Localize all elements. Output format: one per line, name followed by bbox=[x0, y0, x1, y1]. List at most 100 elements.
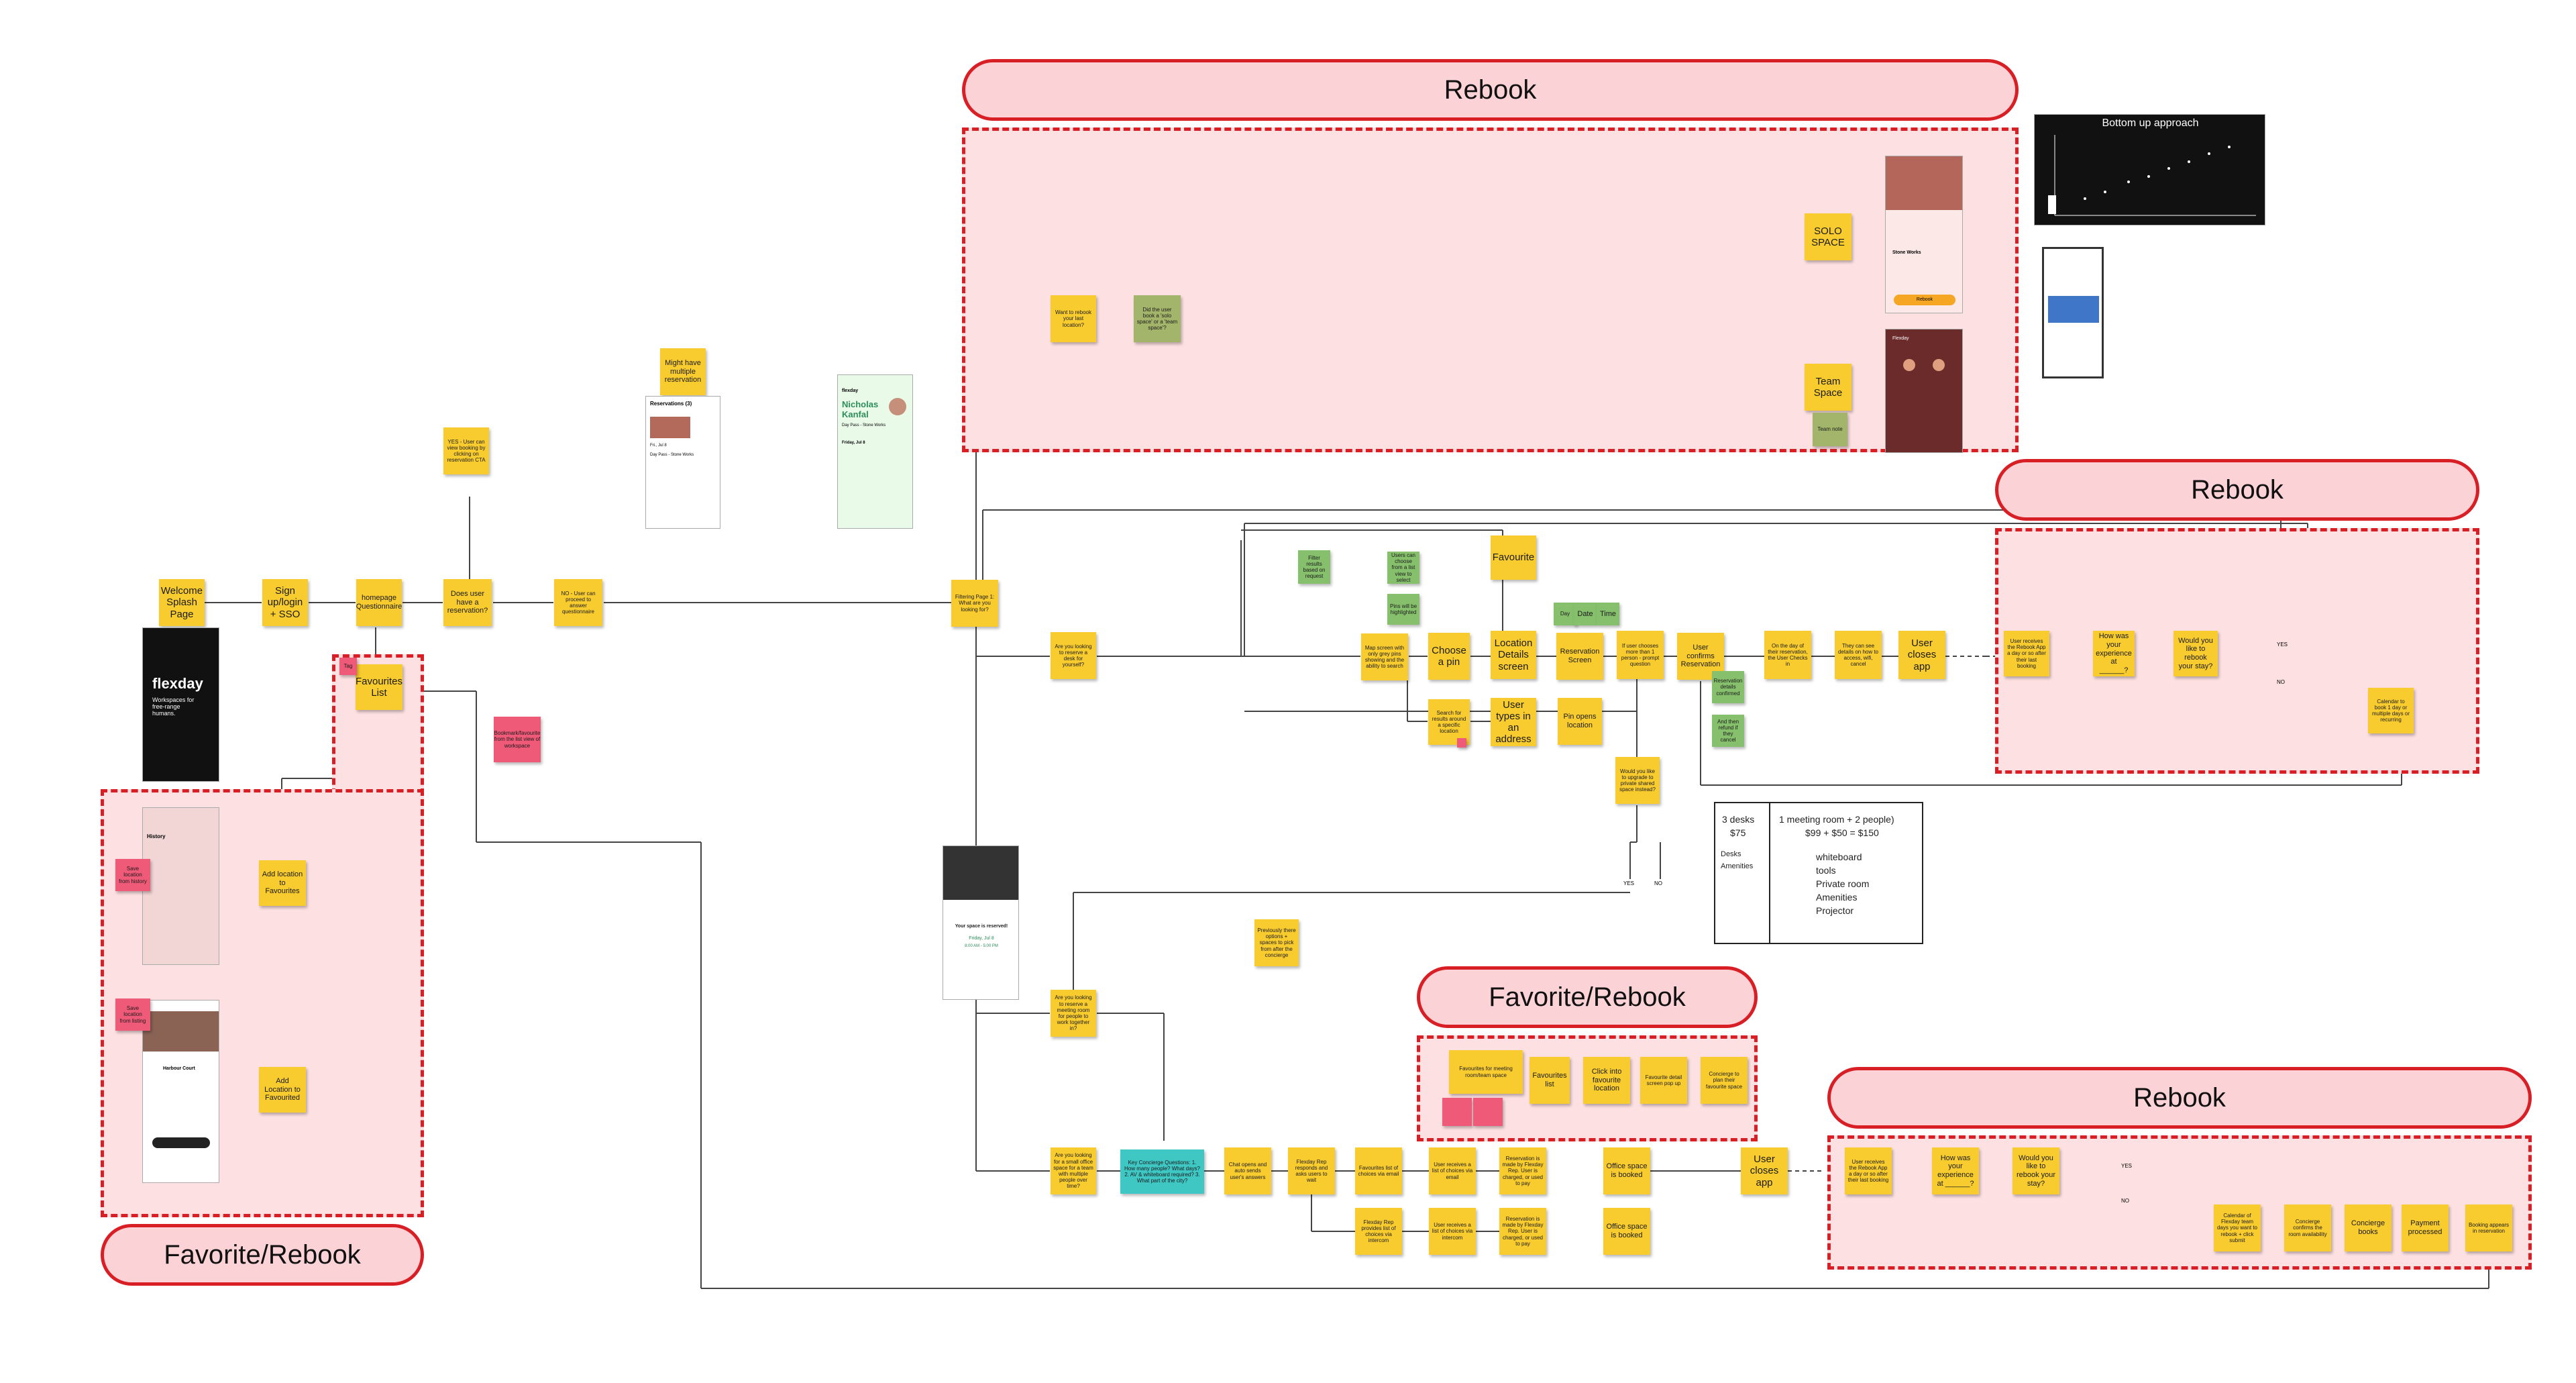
solo-title: Stone Works bbox=[1892, 250, 1921, 255]
user-confirms-sticky: User confirms Reservation bbox=[1677, 633, 1724, 680]
solo-rebook-button[interactable]: Rebook bbox=[1894, 295, 1955, 305]
meeting-room-sticky: Are you looking to reserve a meeting roo… bbox=[1051, 990, 1096, 1037]
pricing-divider bbox=[1769, 803, 1770, 943]
zone-label-favorite-left: Favorite/Rebook bbox=[101, 1224, 424, 1286]
team-space-sticky: Team Space bbox=[1805, 364, 1851, 411]
add-location-favourites-sticky-1: Add location to Favourites bbox=[259, 860, 306, 906]
zone-rebook-top bbox=[962, 127, 2019, 452]
pricing-left-4: Amenities bbox=[1721, 862, 1754, 870]
user-receives-intercom-sticky: User receives a list of choices via inte… bbox=[1429, 1208, 1476, 1255]
team-avatar-2 bbox=[1933, 359, 1945, 371]
enter-count-sticky: If user chooses more than 1 person - pro… bbox=[1617, 631, 1664, 679]
office-booked-sticky-2: Office space is booked bbox=[1603, 1208, 1650, 1255]
right-user-receives-sticky: User receives the Rebook App a day or so… bbox=[2004, 631, 2049, 676]
bottom-would-rebook-sticky: Would you like to rebook your stay? bbox=[2012, 1147, 2059, 1194]
search-pink-tag bbox=[1457, 738, 1466, 748]
user-receives-list-sticky: User receives a list of choices via emai… bbox=[1429, 1147, 1476, 1194]
pricing-item: tools bbox=[1816, 865, 1836, 876]
home-brand: flexday bbox=[842, 389, 859, 393]
fav-meeting-sticky: Favourites for meeting room/team space bbox=[1449, 1050, 1523, 1094]
home-greeting-last: Kanfal bbox=[842, 409, 869, 419]
dashboard-chart-block bbox=[2048, 296, 2099, 323]
search-results-sticky: Search for results around a specific loc… bbox=[1428, 699, 1470, 745]
pricing-left-3: Desks bbox=[1721, 850, 1741, 858]
zone-label-favorite-mid: Favorite/Rebook bbox=[1417, 966, 1758, 1028]
click-into-sticky: Click into favourite location bbox=[1583, 1057, 1630, 1104]
office-space-sticky: Are you looking for a small office space… bbox=[1051, 1147, 1096, 1194]
confirm-time: 8:00 AM - 5:00 PM bbox=[965, 944, 998, 948]
right-how-was-sticky: How was your experience at ______? bbox=[2093, 631, 2135, 676]
favourites-list-sticky: Favourites List bbox=[356, 664, 402, 710]
zone-label-rebook-right: Rebook bbox=[1995, 459, 2479, 521]
pricing-left-2: $75 bbox=[1730, 827, 1746, 838]
payment-processed-sticky: Payment processed bbox=[2402, 1205, 2449, 1251]
want-rebook-sticky: Want to rebook your last location? bbox=[1051, 295, 1096, 342]
reserve-desk-sticky: Are you looking to reserve a desk for yo… bbox=[1051, 632, 1096, 679]
harbour-cta-button[interactable] bbox=[152, 1137, 210, 1148]
save-from-listing-pink: Save location from listing bbox=[115, 998, 150, 1031]
calendar-team-sticky: Calendar of Flexday team days you want t… bbox=[2214, 1205, 2261, 1251]
green-note-f: And then refund if they cancel bbox=[1712, 715, 1744, 747]
right-no-label: NO bbox=[2277, 679, 2285, 685]
reservation-item-date: Fri., Jul 8 bbox=[650, 444, 667, 448]
location-details-sticky: Location Details screen bbox=[1491, 631, 1536, 679]
right-would-rebook-sticky: Would you like to rebook your stay? bbox=[2174, 631, 2218, 676]
date-chip-sticky: Date bbox=[1574, 603, 1597, 625]
fav-mid-pink-2 bbox=[1473, 1098, 1503, 1126]
solo-hero-image bbox=[1886, 156, 1962, 210]
dashboard-thumbnail bbox=[2042, 247, 2104, 378]
office-booked-sticky-1: Office space is booked bbox=[1603, 1147, 1650, 1194]
right-yes-label: YES bbox=[2277, 642, 2288, 648]
flexday-rep-responds-sticky: Flexday Rep responds and asks users to w… bbox=[1288, 1147, 1335, 1194]
harbour-hero-image bbox=[143, 1011, 219, 1052]
on-day-checkin-sticky: On the day of their reservation, the Use… bbox=[1764, 631, 1811, 679]
time-chip-sticky: Time bbox=[1597, 603, 1619, 625]
user-closes-app-sticky: User closes app bbox=[1898, 631, 1945, 679]
yes-view-booking-sticky: YES - User can view booking by clicking … bbox=[443, 427, 489, 474]
concierge-confirms-sticky: Concierge confirms the room availability bbox=[2284, 1205, 2331, 1251]
signup-sticky: Sign up/login + SSO bbox=[262, 579, 308, 626]
chat-opens-sticky: Chat opens and auto sends user's answers bbox=[1224, 1147, 1271, 1194]
confirm-title: Your space is reserved! bbox=[955, 924, 1008, 929]
fav-mid-pink-1 bbox=[1442, 1098, 1472, 1126]
does-user-have-reservation-sticky: Does user have a reservation? bbox=[443, 579, 492, 626]
home-phone-screen: flexday Nicholas Kanfal Day Pass - Stone… bbox=[837, 374, 913, 529]
homepage-sticky: homepage Questionnaire bbox=[356, 579, 402, 626]
previous-options-sticky: Previously there options + spaces to pic… bbox=[1254, 919, 1299, 966]
team-title: Flexday bbox=[1892, 336, 1909, 341]
concierge-books-sticky: Concierge books bbox=[2345, 1205, 2392, 1251]
reservation-thumbnail bbox=[650, 417, 690, 438]
upgrade-yes-label: YES bbox=[1623, 880, 1635, 886]
pin-opens-yellow-sticky: Pin opens location bbox=[1558, 698, 1602, 745]
solo-rebook-phone: Stone Works Rebook bbox=[1885, 156, 1963, 313]
no-proceed-sticky: NO - User can proceed to answer question… bbox=[554, 579, 602, 626]
booking-appears-sticky: Booking appears in reservation bbox=[2465, 1205, 2512, 1251]
bottom-how-was-sticky: How was your experience at ______? bbox=[1932, 1147, 1979, 1194]
bottom-up-graph bbox=[2054, 135, 2256, 216]
choose-pin-sticky: Choose a pin bbox=[1428, 633, 1470, 680]
reservations-title: Reservations (3) bbox=[650, 401, 692, 407]
pricing-item: whiteboard bbox=[1816, 852, 1862, 862]
did-user-book-sticky: Did the user book a 'solo space' or a 't… bbox=[1134, 295, 1181, 342]
solo-space-sticky: SOLO SPACE bbox=[1805, 213, 1851, 260]
they-can-see-sticky: They can see details on how to access, w… bbox=[1835, 631, 1882, 679]
welcome-splash-sticky: Welcome Splash Page bbox=[159, 579, 205, 626]
upgrade-no-label: NO bbox=[1654, 880, 1662, 886]
bookmark-pink-sticky: Bookmark/favourite from the list view of… bbox=[494, 717, 541, 762]
fav-detail-sticky: Favourite detail screen pop up bbox=[1640, 1057, 1687, 1104]
favourites-choices-email-sticky: Favourites list of choices via email bbox=[1355, 1147, 1402, 1194]
green-note-b: Users can choose from a list view to sel… bbox=[1387, 552, 1419, 584]
splash-phone-screen: flexday Workspaces for free-range humans… bbox=[142, 627, 219, 782]
splash-tagline: Workspaces for free-range humans. bbox=[152, 697, 195, 717]
map-screen-sticky: Map screen with only grey pins showing a… bbox=[1361, 633, 1408, 680]
add-location-favourites-sticky-2: Add Location to Favourited bbox=[259, 1067, 306, 1113]
home-greeting-first: Nicholas bbox=[842, 399, 879, 409]
concierge-plan-sticky: Concierge to plan their favourite space bbox=[1701, 1057, 1748, 1104]
reservation-item-sub: Day Pass - Stone Works bbox=[650, 453, 694, 457]
would-upgrade-sticky: Would you like to upgrade to private sha… bbox=[1615, 757, 1660, 804]
avatar bbox=[889, 398, 906, 415]
home-sub: Day Pass - Stone Works bbox=[842, 423, 886, 427]
key-concierge-sticky: Key Concierge Questions: 1. How many peo… bbox=[1120, 1149, 1204, 1194]
favourite-sticky: Favourite bbox=[1491, 535, 1536, 580]
